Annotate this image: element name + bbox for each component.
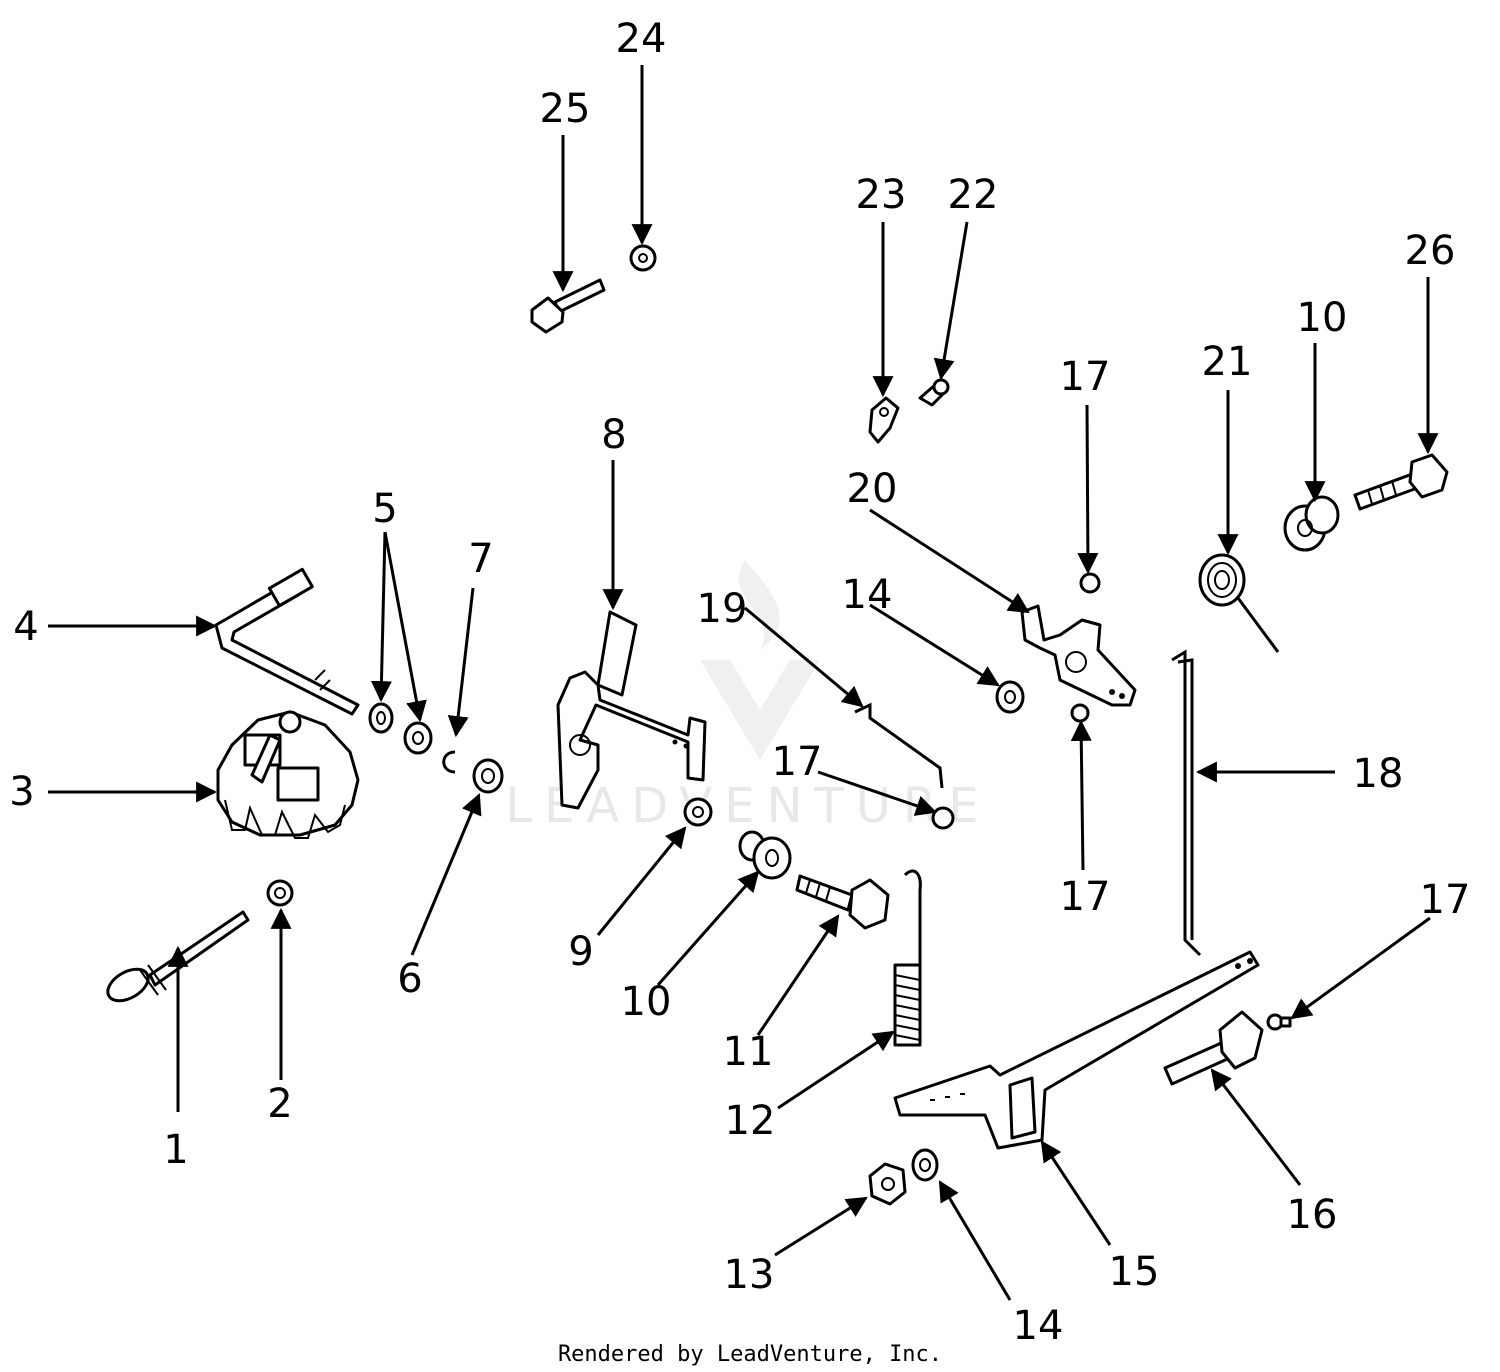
leader-arrows [48, 65, 1439, 1301]
part-24-nut [629, 244, 657, 272]
callout-9: 9 [568, 929, 593, 975]
callout-17-top: 17 [1060, 354, 1111, 400]
part-5-washers [368, 702, 433, 755]
part-19-rod [854, 702, 944, 789]
callout-2: 2 [267, 1081, 292, 1127]
callout-20: 20 [847, 466, 898, 512]
part-10-bushing-lower [738, 830, 792, 880]
part-17-nut-c [1070, 703, 1090, 723]
callout-1: 1 [163, 1127, 188, 1173]
part-17-screw-d [1266, 1013, 1292, 1031]
part-26-bolt [1353, 453, 1449, 511]
part-11-bolt [795, 874, 890, 930]
part-14-washer-a [995, 680, 1025, 714]
part-16-bolt [1163, 1010, 1264, 1086]
callout-labels: 1 2 3 4 5 6 7 8 9 10 11 12 13 14 15 16 1… [9, 16, 1470, 1349]
callout-24: 24 [616, 16, 667, 62]
callout-26: 26 [1405, 228, 1456, 274]
part-23-clip [868, 396, 900, 444]
part-12-spring [893, 869, 922, 1047]
callout-8: 8 [601, 412, 626, 458]
part-20-bracket [1020, 604, 1137, 707]
callout-19: 19 [697, 586, 748, 632]
callout-13: 13 [724, 1252, 775, 1298]
callout-3: 3 [9, 769, 34, 815]
callout-15: 15 [1109, 1249, 1160, 1295]
credit-text: Rendered by LeadVenture, Inc. [558, 1342, 942, 1367]
part-8-bracket [556, 610, 707, 810]
callout-12: 12 [725, 1098, 776, 1144]
callout-5: 5 [372, 486, 397, 532]
callout-21: 21 [1202, 339, 1253, 385]
callout-14-lower: 14 [1013, 1303, 1064, 1349]
callout-4: 4 [13, 604, 38, 650]
part-7-clip [442, 750, 456, 774]
part-22-screw [918, 378, 950, 407]
callout-14-middle: 14 [842, 572, 893, 618]
callout-23: 23 [856, 172, 907, 218]
part-2-nut [266, 879, 294, 907]
callout-10-lower: 10 [621, 979, 672, 1025]
callout-6: 6 [397, 956, 422, 1002]
callout-7: 7 [468, 536, 493, 582]
part-10-bushing-upper [1283, 495, 1340, 552]
callout-18: 18 [1353, 751, 1404, 797]
callout-25: 25 [540, 86, 591, 132]
part-1-screw [106, 910, 250, 1003]
part-25-bolt [530, 278, 606, 334]
part-9-nut [683, 797, 713, 827]
part-17-nut-b [1079, 572, 1101, 594]
part-14-washer-b [911, 1148, 939, 1182]
callout-10-upper: 10 [1297, 295, 1348, 341]
part-15-arm [893, 950, 1260, 1150]
part-3-gear [216, 710, 360, 839]
callout-17-mid: 17 [1060, 874, 1111, 920]
part-13-nut [868, 1162, 907, 1206]
callout-16: 16 [1287, 1192, 1338, 1238]
part-21-spring [1198, 553, 1280, 653]
part-4-lever [214, 567, 360, 716]
part-18-rod [1171, 649, 1202, 957]
part-17-nut-a [931, 806, 955, 830]
part-6-washer [472, 758, 504, 794]
callout-11: 11 [723, 1029, 774, 1075]
callout-22: 22 [948, 172, 999, 218]
callout-17-rod: 17 [772, 739, 823, 785]
callout-17-right: 17 [1420, 877, 1471, 923]
